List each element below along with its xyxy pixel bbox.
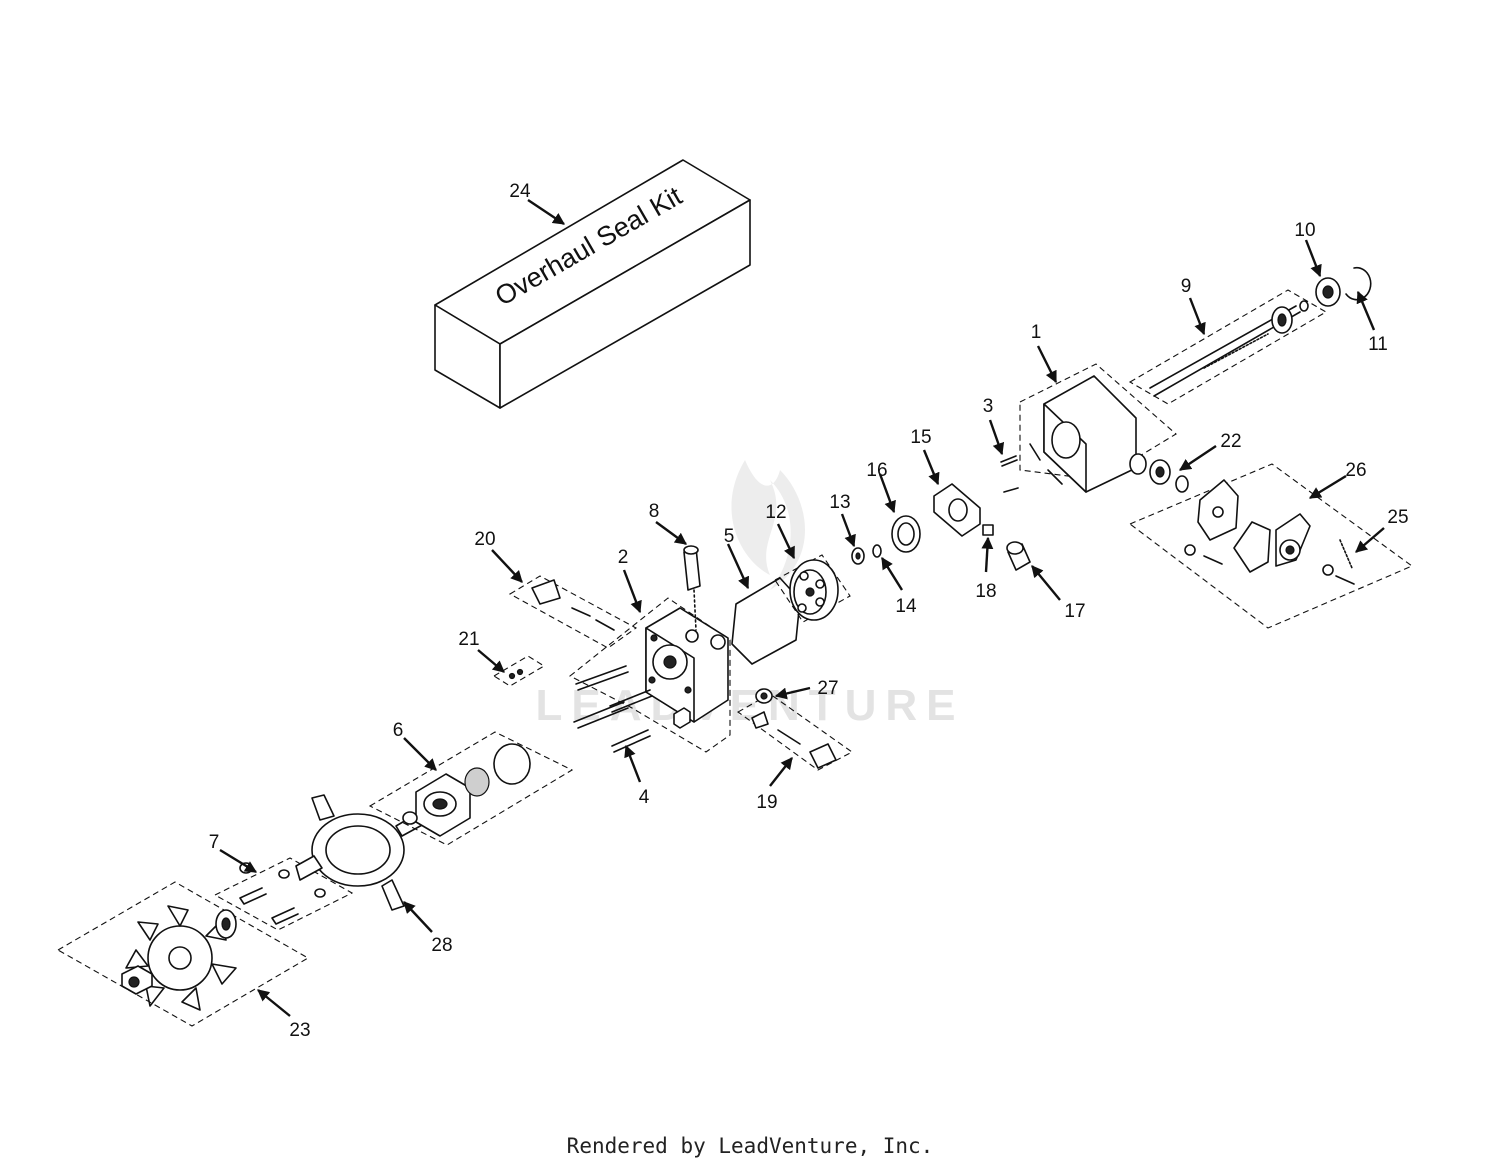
trunnion-arm-17-icon xyxy=(1006,541,1031,571)
callout-7: 7 xyxy=(209,832,220,853)
housing-casting-icon xyxy=(1029,375,1137,493)
watermark: LEADVENTURE xyxy=(535,460,964,730)
footer-credit: Rendered by LeadVenture, Inc. xyxy=(566,1134,934,1158)
thrust-bearing-16-icon xyxy=(891,515,921,553)
fan-bearing-icon xyxy=(215,909,237,939)
gasket-icon xyxy=(731,577,801,665)
spring-25-icon xyxy=(1339,539,1353,569)
retainer-ring-14-icon xyxy=(872,544,882,558)
relief-valve-group-left xyxy=(508,575,638,649)
callout-21: 21 xyxy=(458,629,479,650)
bolt-b xyxy=(573,701,629,729)
pin-3b-icon xyxy=(1003,487,1019,493)
overhaul-seal-kit-box: Overhaul Seal Kit xyxy=(434,159,751,409)
callout-19: 19 xyxy=(756,792,777,813)
callout-5: 5 xyxy=(724,526,735,547)
callout-12: 12 xyxy=(765,502,786,523)
callout-11: 11 xyxy=(1368,334,1388,355)
callout-16: 16 xyxy=(866,460,887,481)
callout-labels: 1 2 3 4 5 6 7 8 9 10 11 12 13 14 15 16 1… xyxy=(209,181,1409,1041)
callout-9: 9 xyxy=(1181,276,1192,297)
callout-18: 18 xyxy=(975,581,996,602)
charge-pump-group xyxy=(368,731,574,846)
callout-3: 3 xyxy=(983,396,994,417)
washer-13-icon xyxy=(851,547,865,565)
plug-27-icon xyxy=(755,688,773,704)
main-housing-group xyxy=(1019,363,1189,493)
fan-hub-nut-icon xyxy=(121,965,153,995)
bolt-d xyxy=(611,729,651,753)
callout-26: 26 xyxy=(1345,460,1366,481)
control-arm-icon xyxy=(1233,513,1311,573)
pin-3-icon xyxy=(1000,455,1018,467)
bolt-a xyxy=(575,665,629,691)
callout-27: 27 xyxy=(817,678,838,699)
charge-pump-housing-icon xyxy=(415,773,471,837)
callout-15: 15 xyxy=(910,427,931,448)
callout-6: 6 xyxy=(393,720,404,741)
callout-4: 4 xyxy=(639,787,650,808)
center-section-block-icon xyxy=(645,607,729,723)
callout-22: 22 xyxy=(1220,431,1241,452)
check-valve-group xyxy=(492,655,546,687)
watermark-text: LEADVENTURE xyxy=(535,681,964,730)
callout-8: 8 xyxy=(649,501,660,522)
callout-13: 13 xyxy=(829,492,850,513)
callout-23: 23 xyxy=(289,1020,310,1041)
callout-28: 28 xyxy=(431,935,452,956)
leader-lines xyxy=(219,199,1385,1017)
callout-2: 2 xyxy=(618,547,629,568)
callout-20: 20 xyxy=(474,529,495,550)
callout-25: 25 xyxy=(1387,507,1408,528)
block-18-icon xyxy=(982,524,994,536)
axle-shaft-group xyxy=(1128,289,1328,405)
bolt-c xyxy=(609,689,653,713)
center-section-group xyxy=(568,597,731,753)
callout-10: 10 xyxy=(1294,220,1315,241)
callout-14: 14 xyxy=(895,596,917,617)
cylinder-block-group xyxy=(774,554,851,623)
seal-10-icon xyxy=(1315,277,1341,307)
fan-assembly xyxy=(56,881,310,1027)
control-arm-group xyxy=(1128,463,1414,629)
bypass-valve-icon xyxy=(683,545,701,631)
control-plate-icon xyxy=(1197,479,1239,541)
snap-ring-11-icon xyxy=(1345,266,1372,301)
cooling-fan-icon xyxy=(125,905,237,1011)
callout-1: 1 xyxy=(1031,322,1042,343)
callout-17: 17 xyxy=(1064,601,1085,622)
swashplate-icon xyxy=(933,483,981,537)
callout-24: 24 xyxy=(509,181,531,202)
fan-shroud-bracket-icon xyxy=(295,794,425,911)
